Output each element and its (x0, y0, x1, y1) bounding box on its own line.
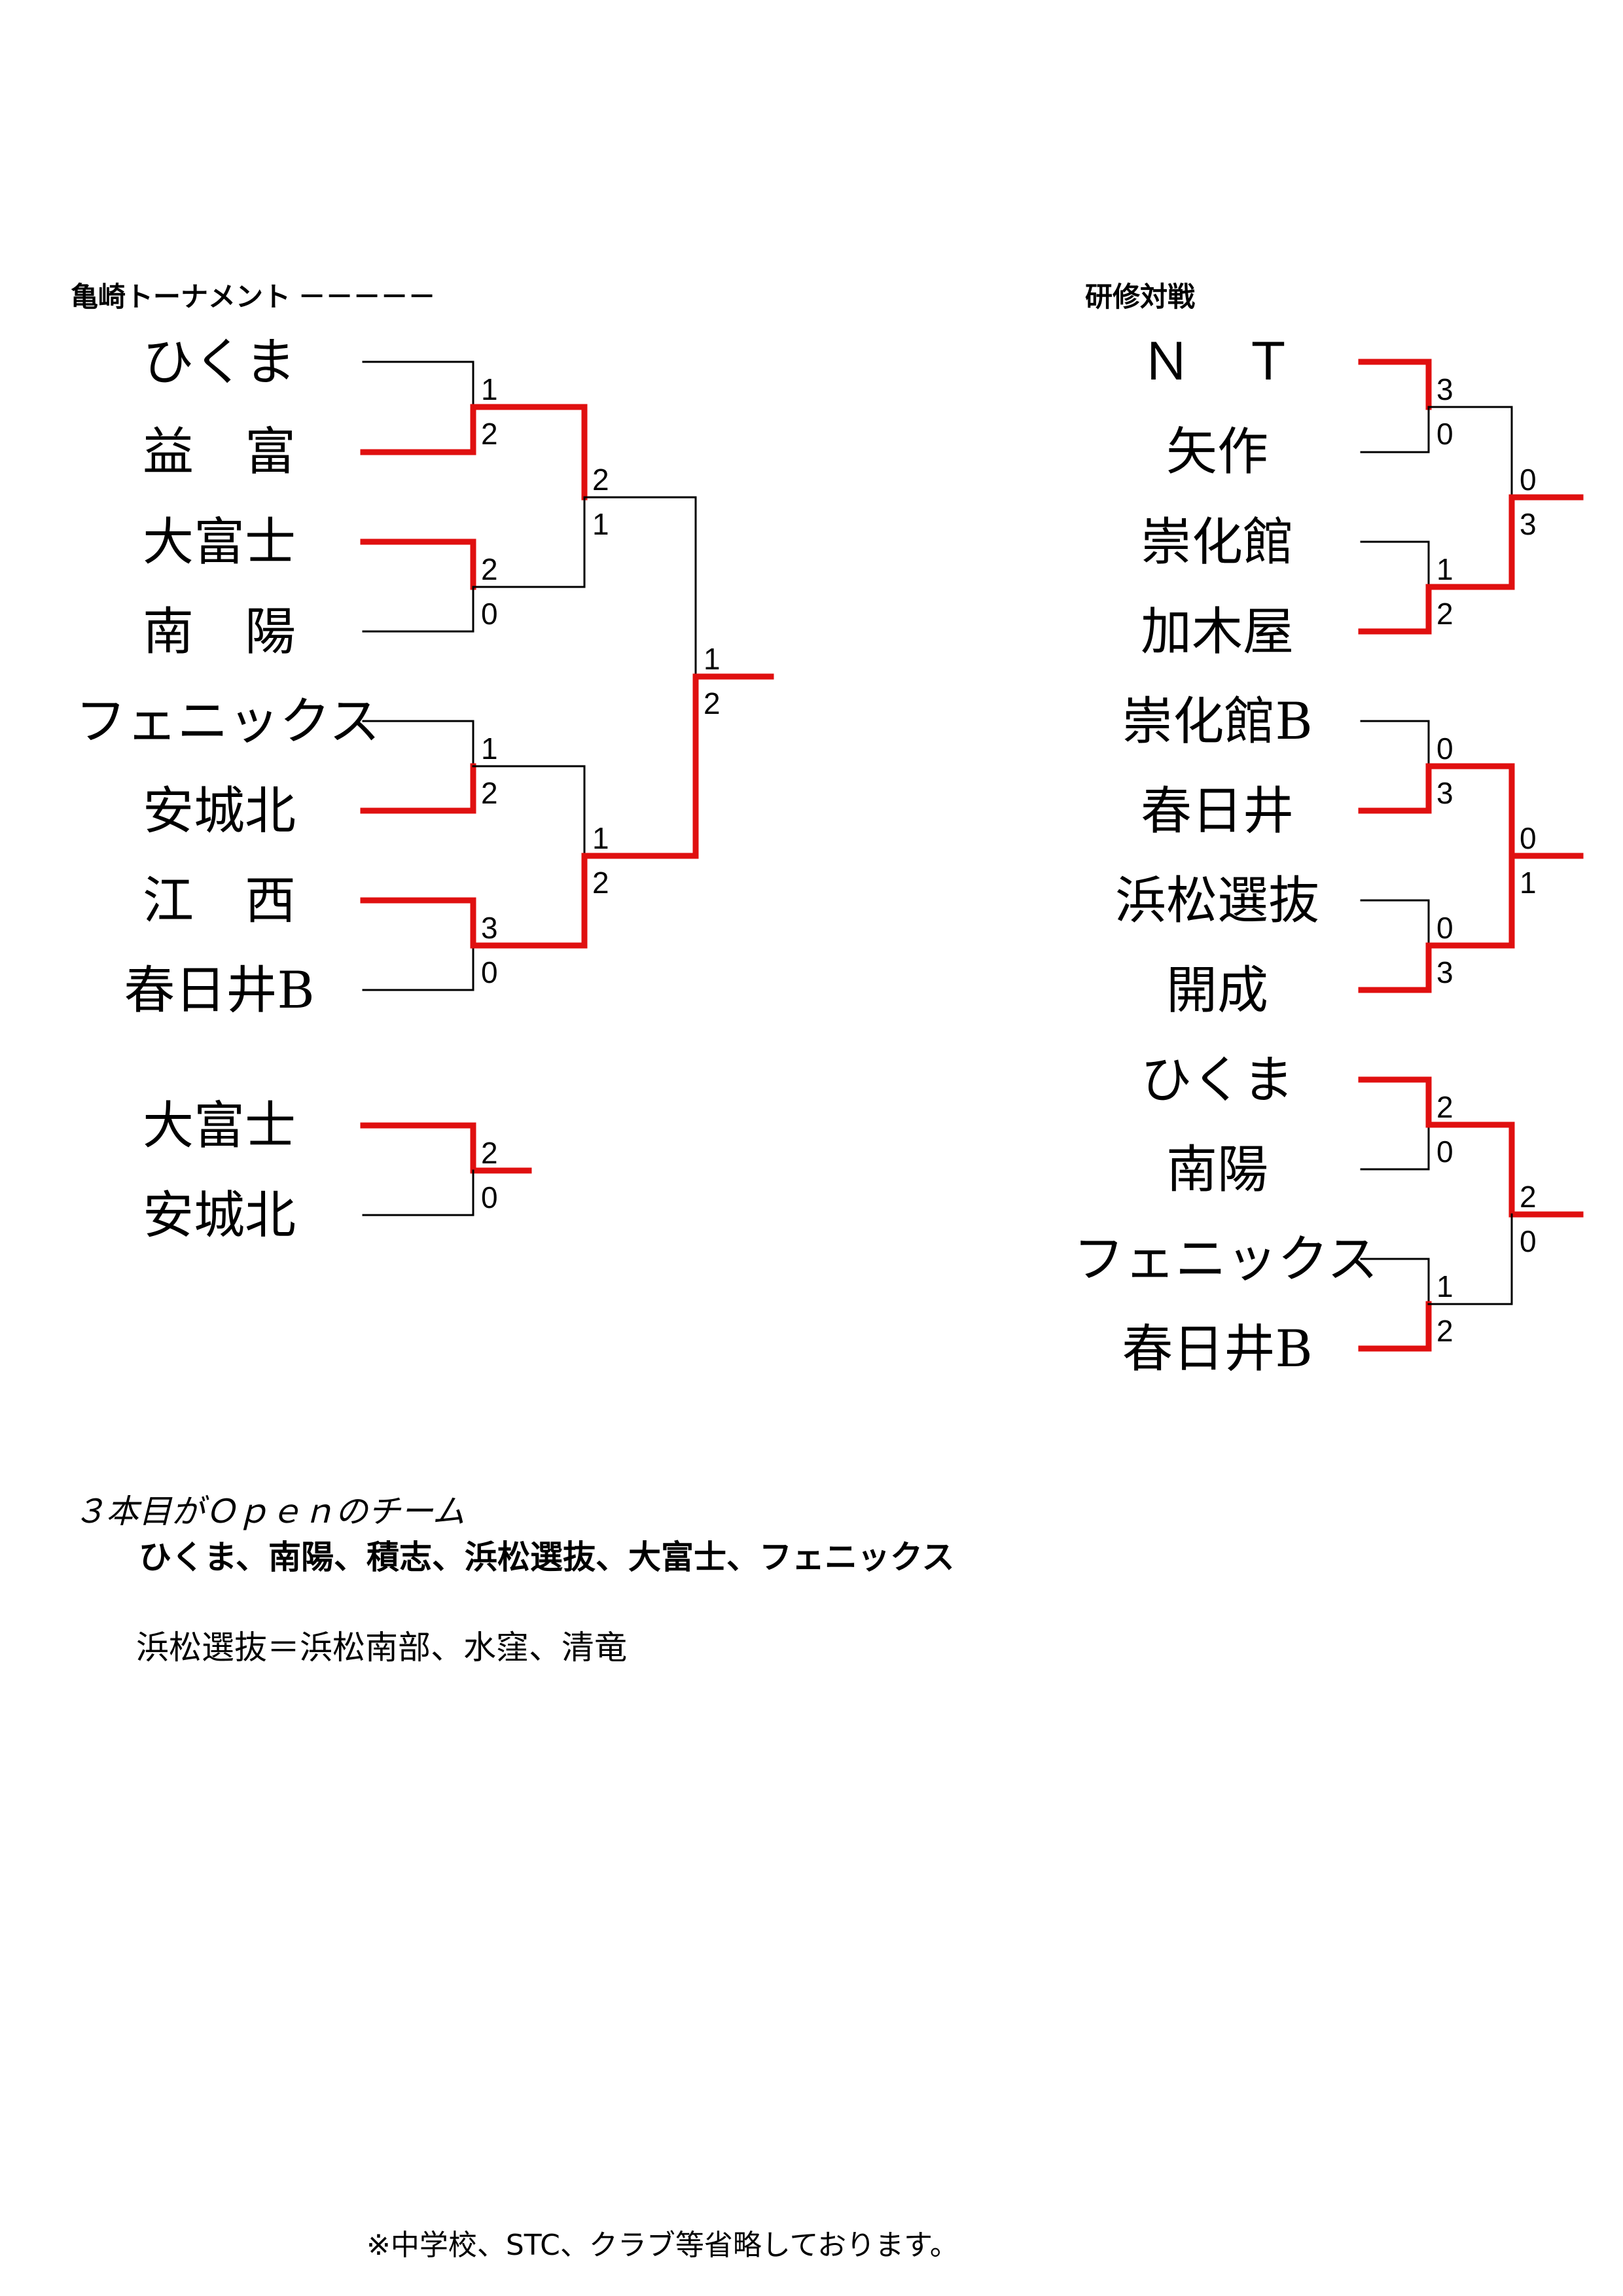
right-r1-m5-bottom (1360, 1123, 1430, 1171)
right-r1-m4-score-bottom: 3 (1436, 955, 1454, 989)
right-r1-m4-top (1360, 899, 1430, 947)
left-team-8: 春日井B (124, 961, 315, 1020)
right-r1-m2-top (1360, 540, 1430, 588)
right-r2-m2-score-bottom: 1 (1520, 866, 1537, 900)
right-team-6: 春日井 (1140, 782, 1294, 841)
left-r1-m1-score-top: 1 (481, 372, 498, 406)
right-r2-m1-bottom (1425, 494, 1584, 590)
right-r1-m3-top (1360, 720, 1430, 768)
left-r1-m3-bottom (360, 763, 476, 814)
left-r1-m2-top (360, 539, 476, 590)
right-team-7: 浜松選抜 (1115, 872, 1319, 930)
left-r1-m2-bottom (362, 586, 474, 633)
right-r2-m3-score-bottom: 0 (1520, 1224, 1537, 1258)
left-bracket-title: 亀崎トーナメント －－－－－ (71, 281, 436, 312)
right-r1-m6-bottom (1358, 1301, 1432, 1352)
left-final-score-bottom: 2 (704, 686, 721, 720)
right-r1-m5-score-bottom: 0 (1436, 1135, 1454, 1169)
open-teams: ひくま、南陽、積志、浜松選抜、大富士、フェニックス (139, 1538, 955, 1576)
right-r2-m2-top (1425, 763, 1515, 859)
right-team-10: 南陽 (1166, 1140, 1268, 1199)
left-r2-m2-score-bottom: 2 (592, 866, 609, 900)
left-r1-m4-top (360, 897, 476, 949)
right-r2-m1-score-top: 0 (1520, 463, 1537, 497)
right-r1-m4-bottom (1358, 942, 1432, 993)
left-r1-m4-score-bottom: 0 (481, 955, 498, 989)
left-r2-m1-top (470, 404, 588, 501)
right-r2-m2-score-top: 0 (1520, 821, 1537, 855)
right-team-8: 開成 (1166, 961, 1268, 1020)
left-r2-m2-top (472, 765, 586, 857)
left-r1-m3-score-top: 1 (481, 732, 498, 766)
left-r2-m2-bottom (470, 853, 588, 949)
right-r1-m6-score-bottom: 2 (1436, 1314, 1454, 1348)
left-final-bottom (581, 673, 774, 859)
left-extra-team-1: 大富士 (142, 1097, 296, 1156)
left-r1-m1-top (362, 361, 474, 408)
right-team-9: ひくま (1140, 1051, 1294, 1110)
right-r1-m1-top (1358, 359, 1432, 410)
right-r2-m2-bottom (1425, 853, 1584, 949)
left-r1-m3-top (362, 720, 474, 768)
left-extra-score-bottom: 0 (481, 1180, 498, 1214)
right-team-1: Ｎ Ｔ (1140, 333, 1294, 392)
right-r1-m5-score-top: 2 (1436, 1090, 1454, 1124)
left-extra-score-top: 2 (481, 1136, 498, 1170)
hamamatsu-note: 浜松選抜＝浜松南部、水窪、清竜 (136, 1629, 627, 1667)
left-r1-m2-score-bottom: 0 (481, 597, 498, 631)
right-team-4: 加木屋 (1140, 603, 1294, 662)
left-r2-m1-score-top: 2 (592, 463, 609, 497)
right-r1-m2-score-bottom: 2 (1436, 597, 1454, 631)
right-r2-m3-score-top: 2 (1520, 1180, 1537, 1214)
right-r1-m4-score-top: 0 (1436, 911, 1454, 945)
right-r1-m1-score-top: 3 (1436, 372, 1454, 406)
right-team-2: 矢作 (1166, 423, 1268, 482)
right-r1-m2-score-top: 1 (1436, 552, 1454, 586)
right-r1-m1-bottom (1360, 406, 1430, 453)
left-extra-top (360, 1122, 532, 1174)
right-r1-m5-top (1358, 1076, 1432, 1128)
left-r2-m1-bottom (472, 496, 586, 588)
left-final-top (583, 496, 697, 678)
left-team-7: 江 西 (142, 872, 296, 930)
right-r2-m3-top (1425, 1122, 1584, 1218)
right-r1-m6-top (1360, 1258, 1430, 1305)
left-r1-m2-score-top: 2 (481, 552, 498, 586)
left-r1-m1-bottom (360, 404, 476, 455)
left-final-score-top: 1 (704, 642, 721, 676)
right-r2-m1-top (1427, 406, 1513, 499)
right-r1-m3-score-bottom: 3 (1436, 776, 1454, 810)
left-team-6: 安城北 (142, 782, 296, 841)
right-r1-m1-score-bottom: 0 (1436, 417, 1454, 451)
footer-note: ※中学校、STC、クラブ等省略しております。 (366, 2229, 959, 2262)
right-r2-m3-bottom (1427, 1213, 1513, 1305)
right-team-5: 崇化館B (1122, 692, 1313, 751)
left-r1-m3-score-bottom: 2 (481, 776, 498, 810)
right-bracket-title: 研修対戦 (1085, 281, 1196, 312)
right-r2-m1-score-bottom: 3 (1520, 507, 1537, 541)
right-r1-m3-score-top: 0 (1436, 732, 1454, 766)
right-r1-m6-score-top: 1 (1436, 1269, 1454, 1303)
right-r1-m3-bottom (1358, 763, 1432, 814)
left-team-1: ひくま (142, 333, 296, 392)
left-extra-bottom (362, 1169, 474, 1216)
right-r1-m2-bottom (1358, 584, 1432, 635)
right-team-11: フェニックス (1073, 1230, 1378, 1289)
left-extra-team-2: 安城北 (142, 1186, 296, 1245)
left-team-5: フェニックス (75, 692, 380, 751)
left-team-3: 大富士 (142, 513, 296, 572)
left-r1-m4-bottom (362, 944, 474, 991)
left-r1-m1-score-bottom: 2 (481, 417, 498, 451)
left-team-4: 南 陽 (142, 603, 296, 662)
right-team-12: 春日井B (1122, 1320, 1313, 1379)
left-r1-m4-score-top: 3 (481, 911, 498, 945)
left-r2-m2-score-top: 1 (592, 821, 609, 855)
open-heading: ３本目がＯｐｅｎのチーム (73, 1492, 465, 1530)
left-r2-m1-score-bottom: 1 (592, 507, 609, 541)
left-team-2: 益 富 (142, 423, 296, 482)
right-team-3: 崇化館 (1140, 513, 1294, 572)
